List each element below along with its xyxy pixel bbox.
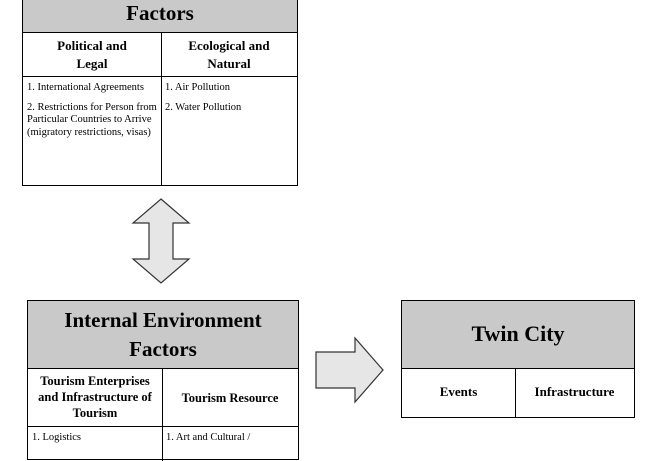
internal-factors-title: Internal Environment Factors bbox=[28, 301, 298, 369]
list-item: 1. International Agreements bbox=[27, 82, 144, 93]
list-item: 1. Logistics bbox=[32, 432, 81, 443]
tourism-resource-header: Tourism Resource bbox=[162, 369, 298, 427]
tourism-enterprises-header: Tourism Enterprises and Infrastructure o… bbox=[28, 369, 162, 427]
list-item: 2. Restrictions for Person from Particul… bbox=[27, 101, 157, 138]
political-legal-cell: 1. International Agreements 2. Restricti… bbox=[23, 79, 161, 149]
double-arrow-icon bbox=[131, 198, 191, 284]
list-item: 1. Air Pollution bbox=[165, 82, 231, 93]
internal-column-divider bbox=[162, 369, 163, 461]
internal-factors-box: Internal Environment Factors Tourism Ent… bbox=[27, 300, 299, 461]
external-factors-box: Factors Political and Legal Ecological a… bbox=[22, 0, 298, 186]
list-item: 1. Art and Cultural / bbox=[166, 432, 251, 443]
external-column-divider bbox=[161, 33, 162, 185]
twin-city-box: Twin City Events Infrastructure bbox=[401, 300, 635, 418]
political-legal-header: Political and Legal bbox=[23, 33, 161, 77]
twin-city-column-divider bbox=[515, 369, 516, 417]
list-item: 2. Water Pollution bbox=[165, 101, 242, 113]
infrastructure-label: Infrastructure bbox=[534, 384, 615, 399]
events-label: Events bbox=[439, 384, 478, 399]
twin-city-title: Twin City bbox=[402, 301, 634, 369]
tourism-resource-cell: 1. Art and Cultural / bbox=[162, 429, 298, 455]
right-arrow-icon bbox=[315, 336, 384, 404]
internal-title-line2: Factors bbox=[129, 337, 197, 361]
internal-title-line1: Internal Environment bbox=[64, 308, 262, 332]
external-factors-title: Factors bbox=[23, 0, 297, 33]
ecological-natural-header: Ecological and Natural bbox=[161, 33, 297, 77]
tourism-enterprises-cell: 1. Logistics bbox=[28, 429, 162, 455]
ecological-natural-cell: 1. Air Pollution 2. Water Pollution bbox=[161, 79, 297, 124]
